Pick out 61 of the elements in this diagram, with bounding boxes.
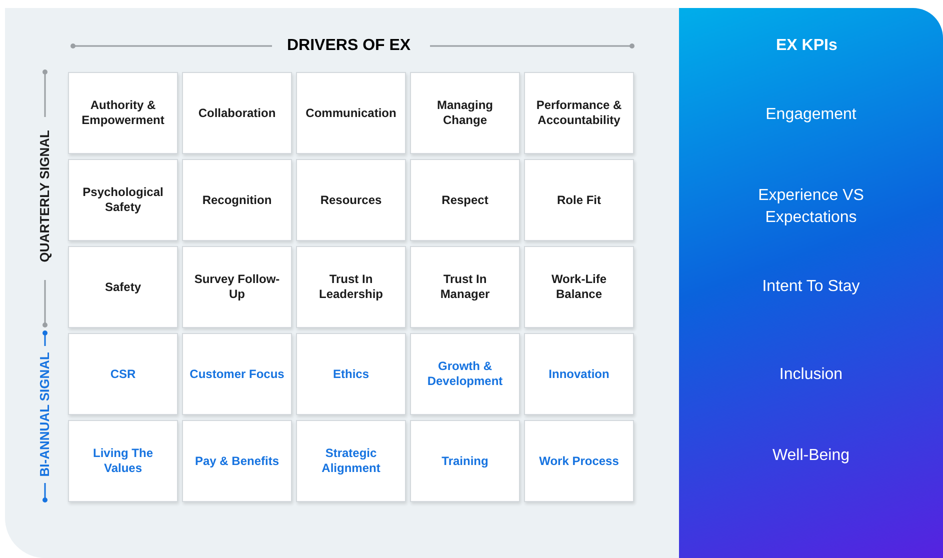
driver-card <box>296 72 406 154</box>
driver-label: Collaboration <box>197 106 277 120</box>
driver-label: Living The Values <box>92 446 154 476</box>
driver-card <box>182 159 292 241</box>
driver-label: Performance & Accountability <box>535 98 623 128</box>
axis-label: QUARTERLY SIGNAL <box>37 130 52 262</box>
driver-label: Resources <box>319 192 383 208</box>
axis-label: BI-ANNUAL SIGNAL <box>37 352 52 477</box>
driver-card <box>182 246 292 328</box>
driver-card <box>524 159 634 241</box>
driver-label: CSR <box>109 366 137 382</box>
driver-card <box>410 72 520 154</box>
driver-label: Trust In Manager <box>439 272 491 302</box>
driver-label: Managing Change <box>436 98 494 128</box>
driver-card <box>68 246 178 328</box>
driver-label: Customer Focus <box>188 366 286 382</box>
driver-label: Work Process <box>538 454 620 468</box>
driver-card <box>524 333 634 415</box>
driver-label: Training <box>440 454 490 468</box>
driver-label: Role Fit <box>556 192 602 208</box>
driver-label: Strategic Alignment <box>320 446 382 476</box>
driver-label: Pay & Benefits <box>194 454 280 468</box>
driver-label: Trust In Leadership <box>318 272 384 302</box>
driver-card <box>68 333 178 415</box>
driver-card <box>182 333 292 415</box>
driver-label: Recognition <box>201 192 273 208</box>
driver-card <box>182 420 292 502</box>
kpi-text: Experience VS Expectations <box>757 186 865 228</box>
driver-card <box>410 420 520 502</box>
kpi-panel <box>679 8 943 558</box>
panel-title: EX KPIs <box>776 37 838 55</box>
driver-card <box>410 159 520 241</box>
driver-card <box>296 420 406 502</box>
panel-title: DRIVERS OF EX <box>287 37 411 55</box>
driver-card <box>68 420 178 502</box>
driver-card <box>68 72 178 154</box>
drivers-panel <box>5 8 680 558</box>
driver-label: Work-Life Balance <box>550 272 608 302</box>
kpi-text: Intent To Stay <box>761 277 861 297</box>
driver-label: Communication <box>304 106 398 120</box>
driver-label: Growth & Development <box>426 359 504 389</box>
driver-card <box>524 246 634 328</box>
driver-card <box>68 159 178 241</box>
driver-card <box>296 246 406 328</box>
driver-card <box>524 420 634 502</box>
driver-label: Safety <box>104 280 142 294</box>
driver-label: Respect <box>440 192 490 208</box>
kpi-text: Inclusion <box>778 365 844 385</box>
driver-label: Authority & Empowerment <box>80 98 166 128</box>
driver-label: Survey Follow-Up <box>193 272 281 302</box>
driver-card <box>524 72 634 154</box>
kpi-text: Engagement <box>764 105 858 125</box>
driver-card <box>182 72 292 154</box>
driver-label: Innovation <box>548 366 610 382</box>
driver-label: Ethics <box>332 366 370 382</box>
driver-label: Psychological Safety <box>82 185 164 215</box>
driver-card <box>410 246 520 328</box>
driver-card <box>410 333 520 415</box>
kpi-text: Well-Being <box>771 446 851 466</box>
driver-card <box>296 333 406 415</box>
driver-card <box>296 159 406 241</box>
